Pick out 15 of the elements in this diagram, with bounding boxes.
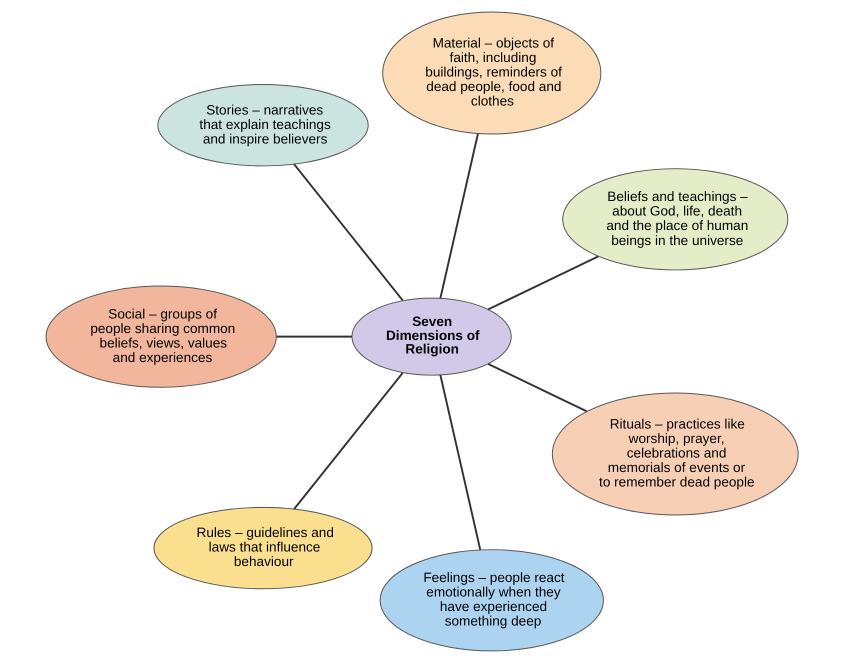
node-ellipse: Feelings – people react emotionally when they have experienced something deep	[380, 549, 604, 652]
connector	[293, 372, 404, 510]
connector	[439, 374, 482, 550]
node-ellipse: Seven Dimensions of Religion	[352, 298, 512, 376]
connector	[488, 362, 588, 412]
connector	[439, 133, 479, 299]
node-ellipse: Social – groups of people sharing common beliefs, views, values and experiences	[46, 286, 277, 388]
connector	[488, 256, 599, 310]
connector	[276, 336, 352, 338]
connector	[293, 163, 404, 301]
node-ellipse: Stories – narratives that explain teachings and inspire believers	[157, 84, 369, 166]
node-ellipse: Material – objects of faith, including buildings, reminders of dead people, food and clothes	[382, 12, 602, 134]
node-ellipse: Rules – guidelines and laws that influence behaviour	[153, 506, 373, 590]
node-ellipse: Beliefs and teachings – about God, life, death and the place of human beings in the universe	[562, 168, 788, 270]
node-ellipse: Rituals – practices like worship, prayer, celebrations and memorials of events or to remember dead people	[552, 392, 799, 516]
